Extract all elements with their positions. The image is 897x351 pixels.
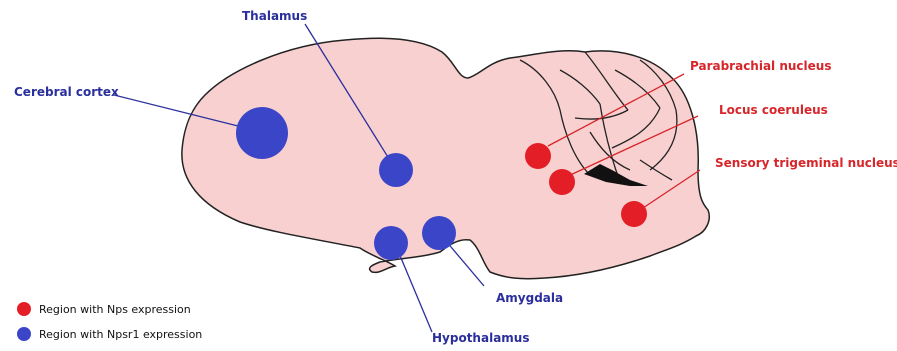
locus-coeruleus-region: [549, 169, 575, 195]
locus-coeruleus-label: Locus coeruleus: [719, 103, 828, 117]
trigeminal-region: [621, 201, 647, 227]
hypothalamus-region: [374, 226, 408, 260]
amygdala-label: Amygdala: [496, 291, 563, 305]
parabrachial-region: [525, 143, 551, 169]
legend-npsr1-swatch: [17, 327, 31, 341]
cerebral-cortex-label: Cerebral cortex: [14, 85, 119, 99]
legend-nps-swatch: [17, 302, 31, 316]
legend-npsr1-label: Region with Npsr1 expression: [39, 328, 202, 341]
thalamus-label: Thalamus: [242, 9, 307, 23]
cerebral-cortex-region: [236, 107, 288, 159]
amygdala-region: [422, 216, 456, 250]
hypothalamus-label: Hypothalamus: [432, 331, 529, 345]
trigeminal-label: Sensory trigeminal nucleus: [715, 156, 897, 170]
legend-nps-label: Region with Nps expression: [39, 303, 191, 316]
parabrachial-label: Parabrachial nucleus: [690, 59, 832, 73]
thalamus-region: [379, 153, 413, 187]
legend: Region with Nps expression Region with N…: [17, 302, 202, 341]
